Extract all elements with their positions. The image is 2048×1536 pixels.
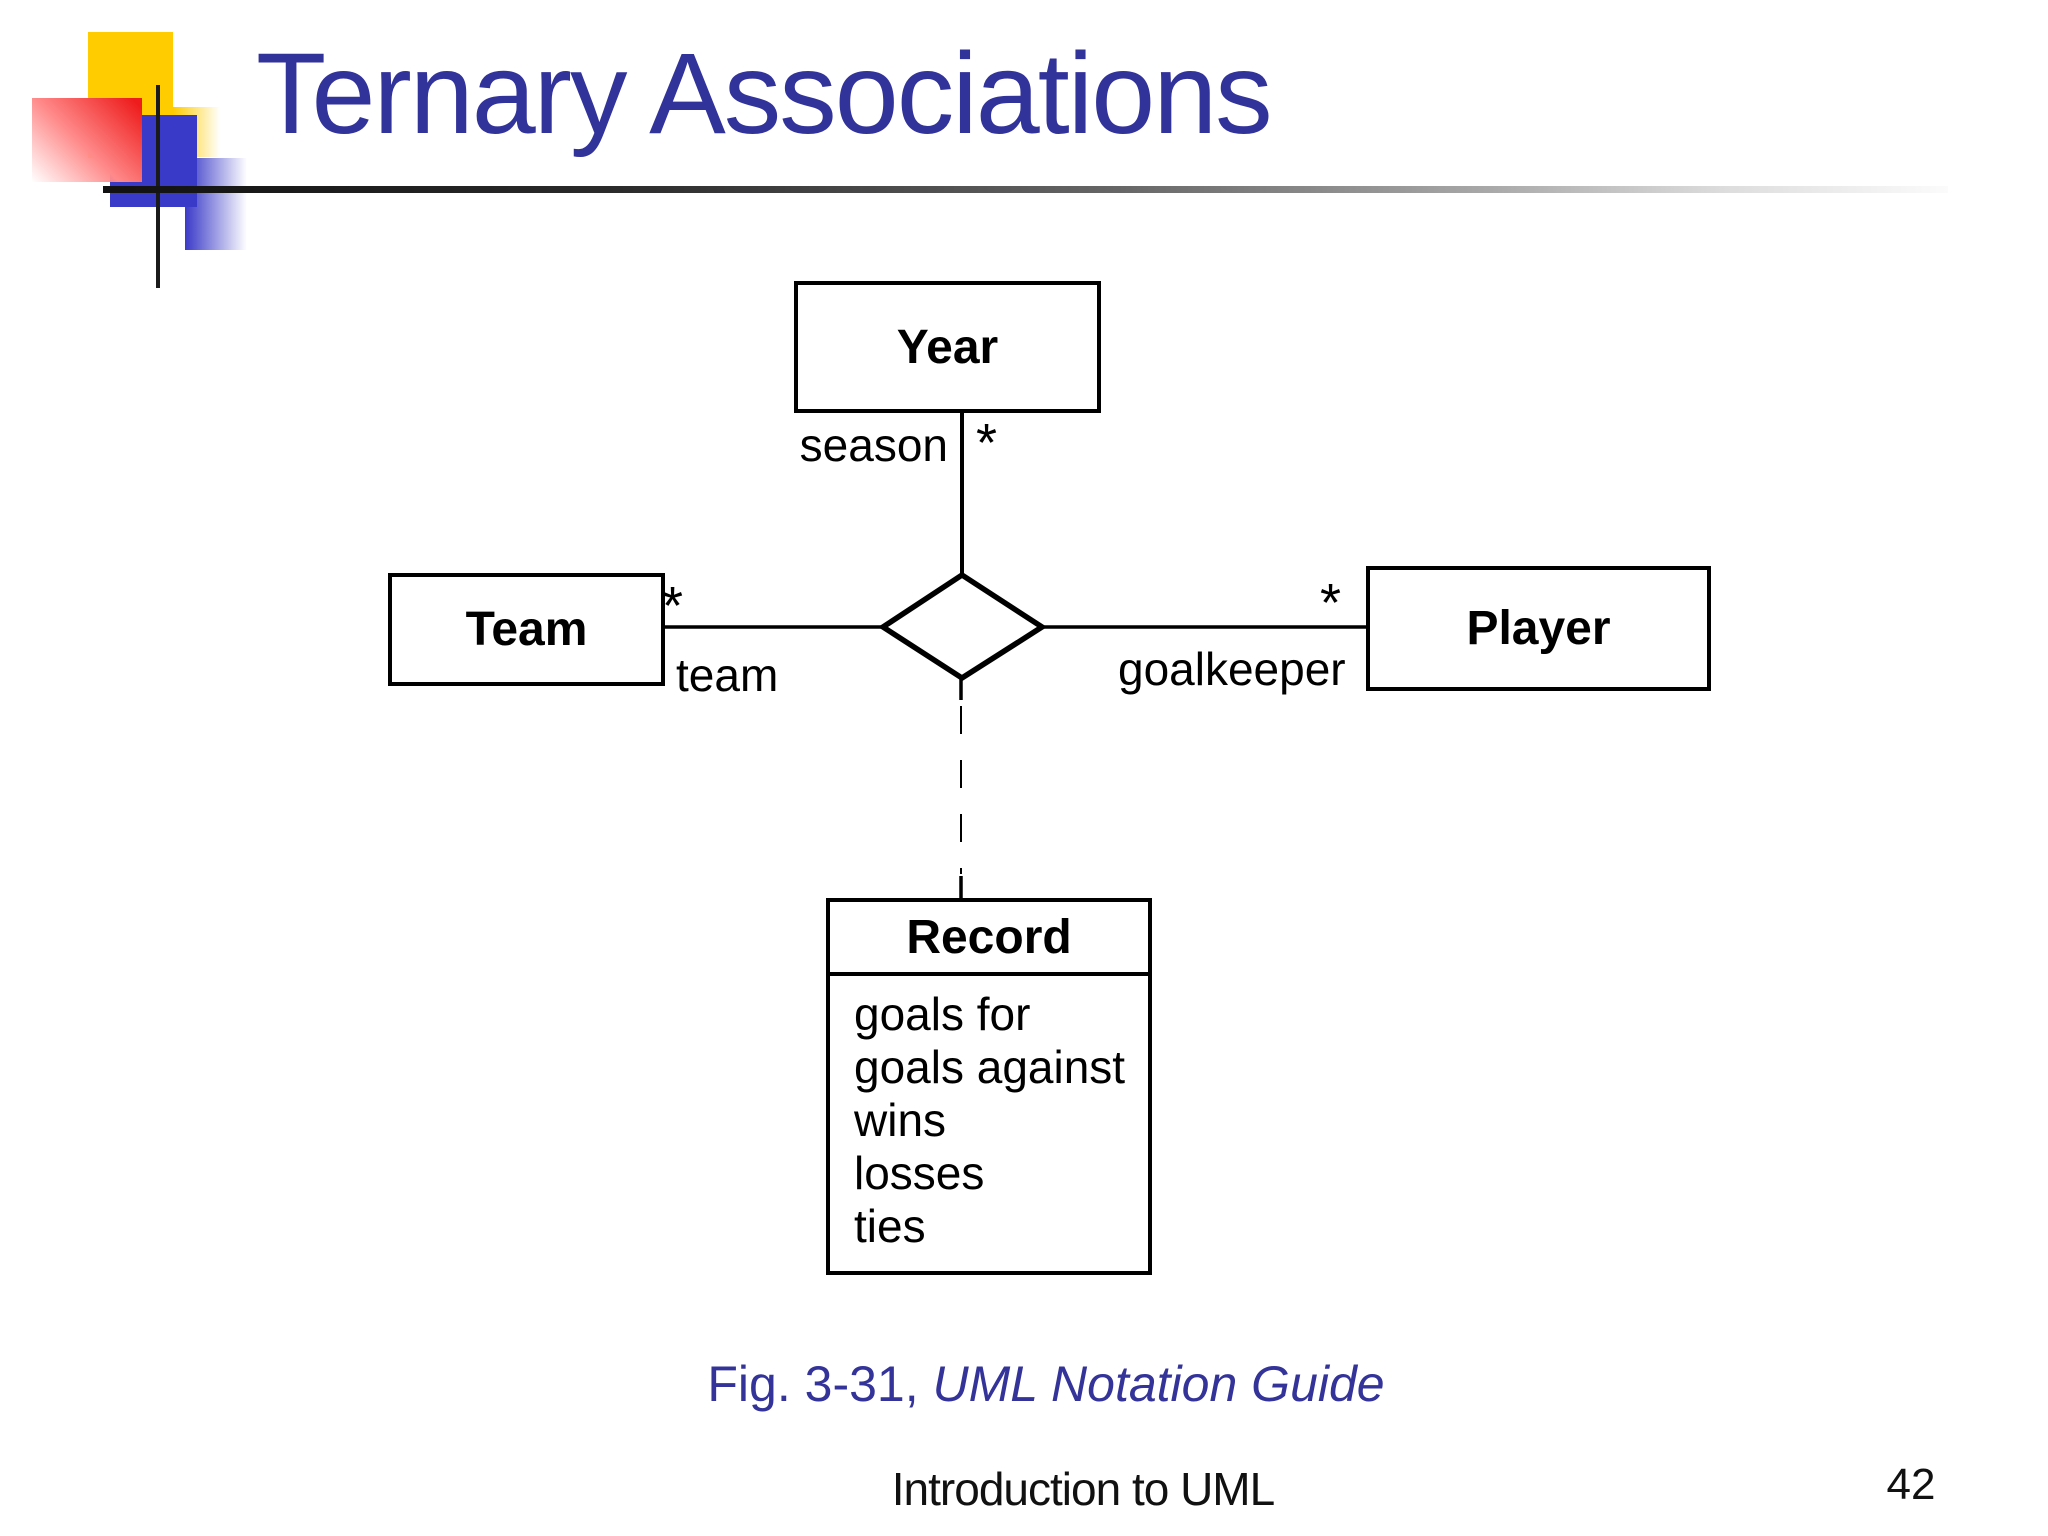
page-title: Ternary Associations [256,30,1273,158]
multiplicity-season: * [976,413,998,473]
class-box-year: Year [794,281,1101,413]
page-number: 42 [1886,1460,1936,1509]
class-name-year: Year [896,320,999,374]
multiplicity-team: * [662,576,684,636]
multiplicity-goalkeeper: * [1320,573,1342,633]
class-name-record: Record [830,902,1148,976]
figure-caption-number: Fig. 3-31, [707,1356,933,1412]
record-attribute: ties [854,1200,926,1252]
role-label-season: season [799,419,948,471]
class-box-record: Record goals for goals against wins loss… [826,898,1152,1275]
role-label-team: team [676,649,779,701]
record-attribute: losses [854,1147,985,1199]
record-attribute-list: goals for goals against wins losses ties [830,976,1148,1253]
record-attribute: wins [854,1094,947,1146]
logo-blue-fade [185,158,247,250]
class-name-team: Team [465,603,588,656]
class-box-player: Player [1366,566,1711,691]
footer-title: Introduction to UML [891,1463,1275,1515]
record-attribute: goals against [854,1041,1126,1093]
figure-caption: Fig. 3-31, UML Notation Guide [0,1355,2048,1413]
title-divider-rule [103,186,1948,193]
class-name-player: Player [1466,602,1611,655]
ternary-diamond [877,571,1048,682]
figure-caption-source: UML Notation Guide [932,1356,1385,1412]
role-label-goalkeeper: goalkeeper [1118,643,1346,695]
class-box-team: Team [388,573,665,686]
logo-red-square [32,98,142,182]
record-attribute: goals for [854,988,1031,1040]
